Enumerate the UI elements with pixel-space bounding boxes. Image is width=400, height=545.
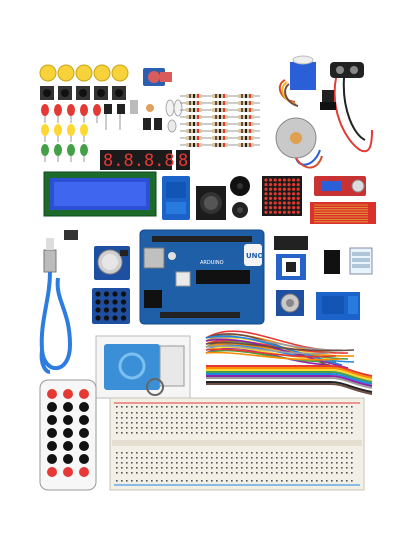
- tactile-switches: [40, 86, 126, 100]
- battery-clip: [320, 62, 373, 153]
- sound-sensor-module: [314, 176, 366, 196]
- button-keypad-module: [92, 288, 130, 324]
- seven-segment-display: 8.8.8.8. 8: [100, 150, 190, 171]
- water-level-sensor: [310, 202, 376, 224]
- usb-cable: [39, 230, 78, 374]
- rtc-clock-module: [94, 246, 130, 280]
- breadboard: [109, 397, 365, 491]
- lcd-1602-display: [43, 171, 157, 217]
- joystick-module: [196, 186, 226, 220]
- relay-module-bottom: [316, 292, 360, 320]
- single-digit-display: 8: [178, 151, 188, 171]
- resistor-bank: [180, 94, 260, 147]
- buzzer: [230, 176, 250, 218]
- green-leds: [41, 144, 88, 162]
- rotary-encoder: [276, 290, 304, 316]
- transistors: [104, 100, 162, 130]
- yellow-button-caps: [39, 64, 129, 82]
- relay-module-top: [162, 176, 190, 220]
- board-brand: ARDUINO: [200, 260, 224, 266]
- red-leds: [41, 104, 101, 123]
- board-label: UNO: [246, 252, 264, 260]
- yellow-leds: [41, 124, 88, 142]
- jumper-wires: [205, 330, 355, 369]
- rfid-module: [95, 335, 191, 399]
- servo-motor: [278, 55, 316, 107]
- seven-segment-digits: 8.8.8.8.: [103, 151, 185, 171]
- temperature-humidity-sensor: [324, 247, 373, 275]
- dot-matrix-8x8: [262, 176, 302, 216]
- ribbon-cable: [206, 365, 373, 395]
- arduino-uno-board: UNO ARDUINO: [139, 229, 265, 325]
- stepper-driver-board: [274, 236, 308, 280]
- ir-leds: [165, 99, 183, 133]
- potentiometer: [143, 68, 172, 86]
- ir-remote-control: [39, 379, 97, 491]
- stepper-motor: [275, 117, 323, 169]
